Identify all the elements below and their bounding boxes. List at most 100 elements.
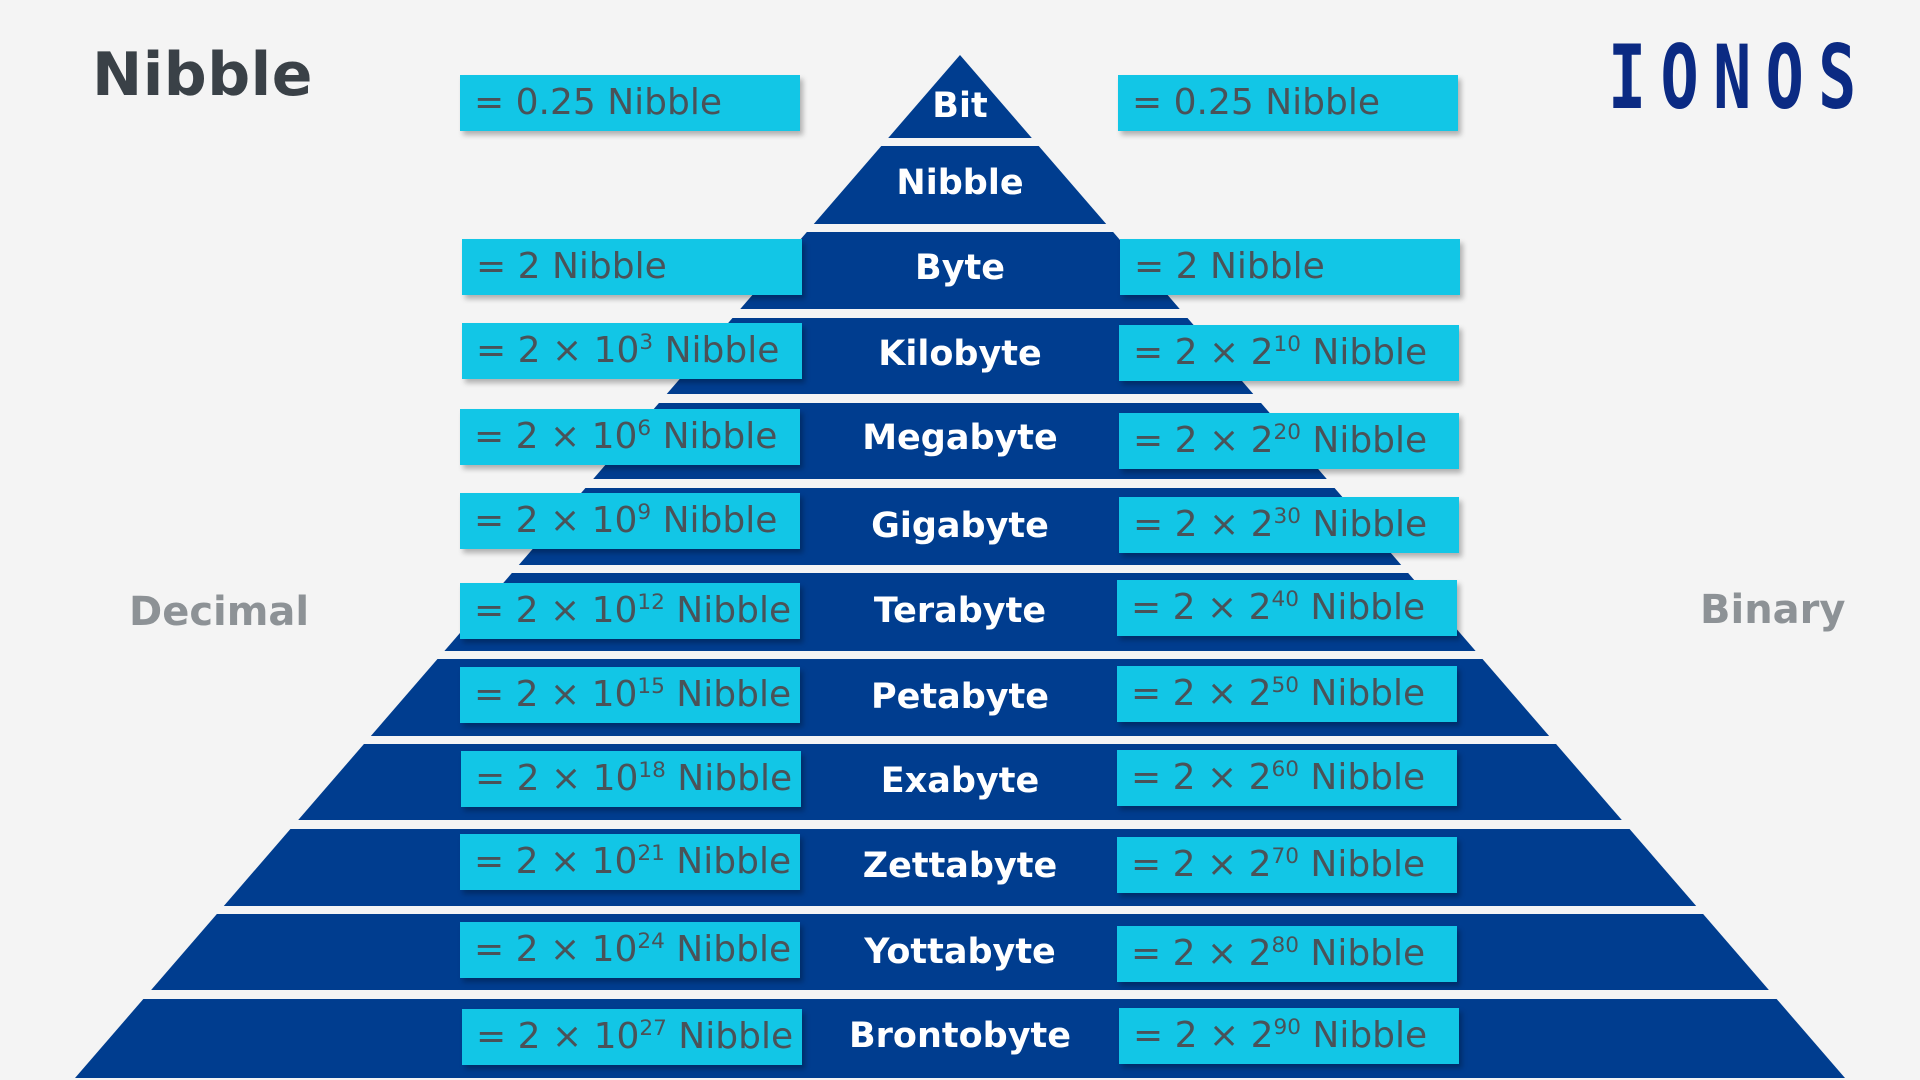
binary-value-base: = 2 × 2 xyxy=(1131,757,1272,798)
binary-value-exponent: 50 xyxy=(1271,673,1299,698)
decimal-value-exponent: 24 xyxy=(637,929,665,954)
binary-value-kilobyte: = 2 × 210 Nibble xyxy=(1119,325,1459,381)
binary-value-exponent: 80 xyxy=(1271,933,1299,958)
binary-value-unit: Nibble xyxy=(1300,420,1428,461)
decimal-value-base: = 0.25 Nibble xyxy=(474,82,722,123)
binary-value-base: = 2 × 2 xyxy=(1133,332,1274,373)
pyramid-band-bit xyxy=(888,55,1032,138)
level-name-yottabyte: Yottabyte xyxy=(864,932,1056,972)
decimal-value-exponent: 6 xyxy=(637,416,652,441)
decimal-value-kilobyte: = 2 × 103 Nibble xyxy=(462,323,802,379)
decimal-value-bit: = 0.25 Nibble xyxy=(460,75,800,131)
binary-value-zettabyte: = 2 × 270 Nibble xyxy=(1117,837,1457,893)
decimal-value-unit: Nibble xyxy=(664,590,792,631)
decimal-value-base: = 2 × 10 xyxy=(476,330,640,371)
binary-value-unit: Nibble xyxy=(1298,587,1426,628)
brand-logo: IONOS xyxy=(1608,26,1871,129)
binary-value-brontobyte: = 2 × 290 Nibble xyxy=(1119,1008,1459,1064)
binary-value-base: = 2 × 2 xyxy=(1133,504,1274,545)
pyramid-band-nibble xyxy=(813,146,1107,224)
level-name-nibble: Nibble xyxy=(896,163,1024,203)
decimal-value-yottabyte: = 2 × 1024 Nibble xyxy=(460,922,800,978)
decimal-value-byte: = 2 Nibble xyxy=(462,239,802,295)
decimal-value-base: = 2 × 10 xyxy=(474,674,638,715)
decimal-value-gigabyte: = 2 × 109 Nibble xyxy=(460,493,800,549)
decimal-value-unit: Nibble xyxy=(665,758,793,799)
binary-value-bit: = 0.25 Nibble xyxy=(1118,75,1458,131)
binary-value-megabyte: = 2 × 220 Nibble xyxy=(1119,413,1459,469)
level-name-terabyte: Terabyte xyxy=(873,591,1047,631)
decimal-value-unit: Nibble xyxy=(666,1016,794,1057)
pyramid-band-byte xyxy=(740,232,1180,309)
decimal-value-unit: Nibble xyxy=(651,500,778,541)
decimal-value-exponent: 12 xyxy=(637,590,665,615)
binary-value-unit: Nibble xyxy=(1298,673,1426,714)
binary-value-base: = 2 × 2 xyxy=(1133,1015,1274,1056)
level-name-brontobyte: Brontobyte xyxy=(848,1016,1071,1056)
decimal-value-exponent: 18 xyxy=(638,758,666,783)
binary-value-unit: Nibble xyxy=(1298,844,1426,885)
pyramid-band-kilobyte xyxy=(666,318,1254,394)
decimal-value-unit: Nibble xyxy=(664,929,792,970)
level-name-byte: Byte xyxy=(915,248,1005,288)
page-title: Nibble xyxy=(92,40,313,110)
decimal-value-base: = 2 × 10 xyxy=(474,590,638,631)
binary-value-base: = 2 × 2 xyxy=(1131,673,1272,714)
binary-value-base: = 0.25 Nibble xyxy=(1132,82,1380,123)
decimal-value-base: = 2 × 10 xyxy=(475,758,639,799)
binary-value-exponent: 30 xyxy=(1273,504,1301,529)
level-name-petabyte: Petabyte xyxy=(870,677,1050,717)
binary-value-unit: Nibble xyxy=(1300,332,1428,373)
binary-value-base: = 2 × 2 xyxy=(1131,844,1272,885)
binary-value-byte: = 2 Nibble xyxy=(1120,239,1460,295)
decimal-value-base: = 2 × 10 xyxy=(476,1016,640,1057)
decimal-value-exponent: 21 xyxy=(637,841,665,866)
decimal-value-exponent: 9 xyxy=(637,500,652,525)
binary-value-petabyte: = 2 × 250 Nibble xyxy=(1117,666,1457,722)
decimal-value-exponent: 27 xyxy=(639,1016,667,1041)
decimal-value-petabyte: = 2 × 1015 Nibble xyxy=(460,667,800,723)
binary-value-exponent: 60 xyxy=(1271,757,1299,782)
binary-value-yottabyte: = 2 × 280 Nibble xyxy=(1117,926,1457,982)
level-name-bit: Bit xyxy=(932,86,988,126)
level-name-megabyte: Megabyte xyxy=(862,418,1058,458)
binary-value-base: = 2 × 2 xyxy=(1131,933,1272,974)
level-name-exabyte: Exabyte xyxy=(880,761,1040,801)
decimal-value-exponent: 3 xyxy=(639,330,654,355)
binary-value-exponent: 70 xyxy=(1271,844,1299,869)
decimal-value-unit: Nibble xyxy=(664,674,792,715)
binary-label: Binary xyxy=(1700,587,1846,633)
level-name-zettabyte: Zettabyte xyxy=(862,846,1058,886)
decimal-value-base: = 2 Nibble xyxy=(476,246,667,287)
decimal-value-brontobyte: = 2 × 1027 Nibble xyxy=(462,1009,802,1065)
binary-value-unit: Nibble xyxy=(1298,933,1426,974)
binary-value-base: = 2 Nibble xyxy=(1134,246,1325,287)
binary-value-unit: Nibble xyxy=(1300,504,1428,545)
decimal-value-base: = 2 × 10 xyxy=(474,841,638,882)
binary-value-exponent: 90 xyxy=(1273,1015,1301,1040)
binary-value-base: = 2 × 2 xyxy=(1133,420,1274,461)
binary-value-exponent: 10 xyxy=(1273,332,1301,357)
decimal-value-zettabyte: = 2 × 1021 Nibble xyxy=(460,834,800,890)
decimal-value-exabyte: = 2 × 1018 Nibble xyxy=(461,751,801,807)
level-name-kilobyte: Kilobyte xyxy=(878,334,1042,374)
decimal-value-terabyte: = 2 × 1012 Nibble xyxy=(460,583,800,639)
binary-value-exponent: 40 xyxy=(1271,587,1299,612)
decimal-value-exponent: 15 xyxy=(637,674,665,699)
binary-value-unit: Nibble xyxy=(1300,1015,1428,1056)
decimal-value-megabyte: = 2 × 106 Nibble xyxy=(460,409,800,465)
binary-value-gigabyte: = 2 × 230 Nibble xyxy=(1119,497,1459,553)
decimal-value-unit: Nibble xyxy=(651,416,778,457)
binary-value-exabyte: = 2 × 260 Nibble xyxy=(1117,750,1457,806)
decimal-value-base: = 2 × 10 xyxy=(474,416,638,457)
decimal-label: Decimal xyxy=(129,589,310,635)
binary-value-base: = 2 × 2 xyxy=(1131,587,1272,628)
binary-value-exponent: 20 xyxy=(1273,420,1301,445)
decimal-value-unit: Nibble xyxy=(653,330,780,371)
binary-value-terabyte: = 2 × 240 Nibble xyxy=(1117,580,1457,636)
decimal-value-base: = 2 × 10 xyxy=(474,929,638,970)
decimal-value-unit: Nibble xyxy=(664,841,792,882)
level-name-gigabyte: Gigabyte xyxy=(871,506,1049,546)
decimal-value-base: = 2 × 10 xyxy=(474,500,638,541)
